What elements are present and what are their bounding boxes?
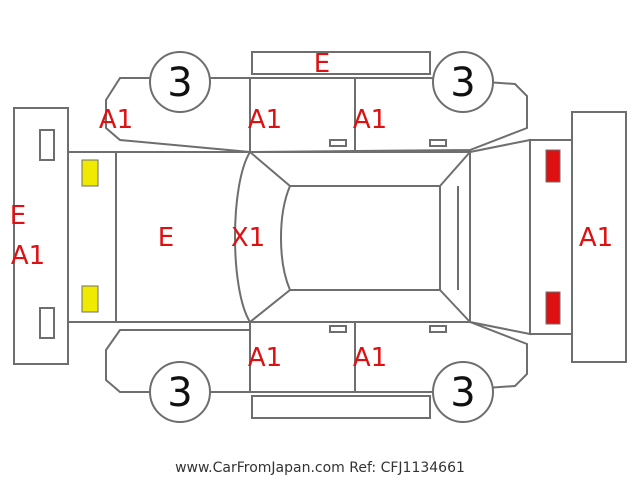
label-windshield: X1 xyxy=(231,223,265,253)
tire-top-left-grade: 3 xyxy=(167,60,192,106)
tire-bottom-right-grade: 3 xyxy=(450,370,475,416)
rear-bumper xyxy=(571,111,627,363)
tire-top-right: 3 xyxy=(432,51,494,113)
rear-lamp-top xyxy=(545,149,561,183)
label-hood: E xyxy=(158,223,174,253)
label-roof-edge: E xyxy=(314,49,330,79)
label-front-bumper-e: E xyxy=(10,201,26,231)
label-rear-bumper: A1 xyxy=(579,223,613,253)
label-top-rear-door: A1 xyxy=(353,105,387,135)
cabin xyxy=(234,151,471,323)
tire-bottom-left-grade: 3 xyxy=(167,370,192,416)
front-lamp-bottom xyxy=(81,285,99,313)
label-bottom-front-door: A1 xyxy=(248,343,282,373)
label-top-front-door: A1 xyxy=(248,105,282,135)
tire-top-right-grade: 3 xyxy=(450,60,475,106)
front-bumper xyxy=(13,107,69,365)
rear-deck xyxy=(469,138,573,336)
tire-bottom-right: 3 xyxy=(432,361,494,423)
label-front-bumper-a1: A1 xyxy=(11,241,45,271)
reference-footer: www.CarFromJapan.com Ref: CFJ1134661 xyxy=(175,460,465,476)
label-top-fender: A1 xyxy=(99,105,133,135)
tire-bottom-left: 3 xyxy=(149,361,211,423)
front-lamp-top xyxy=(81,159,99,187)
top-side-body xyxy=(105,51,528,154)
label-bottom-rear-door: A1 xyxy=(353,343,387,373)
rear-lamp-bottom xyxy=(545,291,561,325)
tire-top-left: 3 xyxy=(149,51,211,113)
